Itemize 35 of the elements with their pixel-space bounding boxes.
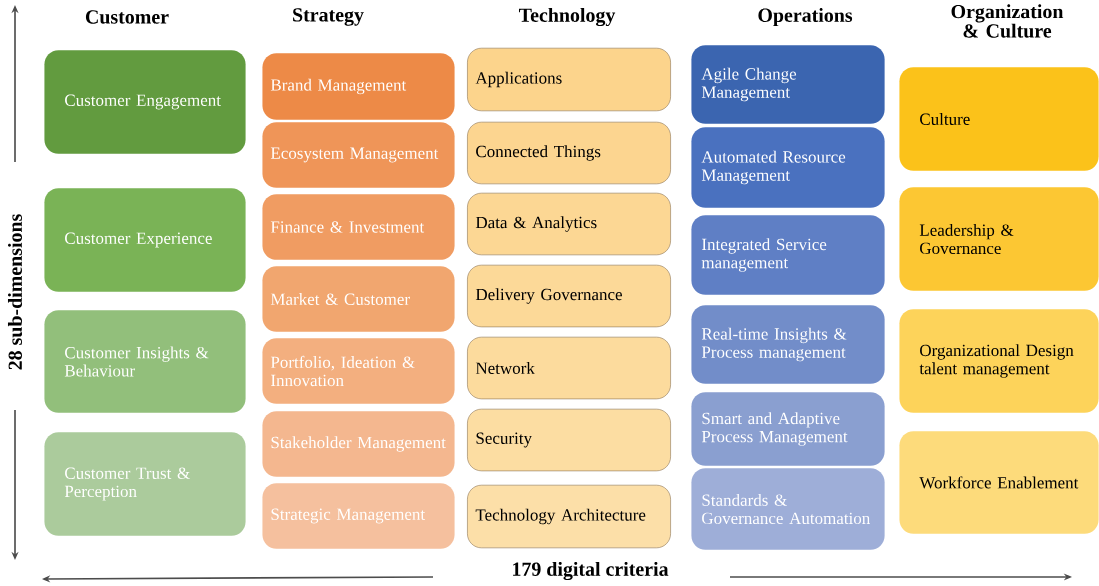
axis-label: 28 sub-dimensions — [7, 214, 23, 370]
category-box: Organizational Design talent management — [899, 309, 1099, 413]
category-box: Integrated Service management — [691, 215, 885, 295]
category-box: Security — [467, 408, 671, 472]
category-box: Data & Analytics — [467, 192, 671, 256]
category-box: Standards & Governance Automation — [691, 468, 885, 550]
category-box: Strategic Management — [262, 483, 455, 549]
category-box: Network — [467, 336, 671, 400]
category-box: Technology Architecture — [467, 484, 671, 549]
category-box: Customer Experience — [44, 188, 246, 292]
column-heading: Operations — [758, 7, 853, 27]
category-box: Automated Resource Management — [691, 127, 885, 208]
category-box: Customer Insights & Behaviour — [44, 310, 246, 413]
category-box: Applications — [467, 47, 671, 112]
column-heading: Strategy — [293, 8, 364, 26]
category-box: Connected Things — [467, 121, 671, 185]
category-box: Portfolio, Ideation & Innovation — [262, 338, 455, 404]
category-box: Agile Change Management — [691, 45, 885, 124]
category-box: Market & Customer — [262, 266, 455, 332]
column-heading: Customer — [85, 10, 169, 24]
category-box: Customer Engagement — [44, 50, 246, 154]
category-box: Culture — [899, 67, 1099, 171]
category-box: Brand Management — [262, 53, 455, 120]
category-box: Finance & Investment — [262, 194, 455, 260]
category-box: Real-time Insights & Process management — [691, 305, 885, 384]
column-heading: Technology — [519, 7, 616, 27]
category-box: Stakeholder Management — [262, 411, 455, 477]
category-box: Ecosystem Management — [262, 122, 455, 188]
category-box: Workforce Enablement — [899, 431, 1099, 534]
column-heading: Organization & Culture — [951, 4, 1064, 38]
category-box: Smart and Adaptive Process Management — [691, 392, 885, 466]
category-box: Delivery Governance — [467, 264, 671, 328]
category-box: Customer Trust & Perception — [44, 432, 246, 536]
category-box: Leadership & Governance — [899, 187, 1099, 291]
axis-label: 179 digital criteria — [513, 561, 669, 581]
